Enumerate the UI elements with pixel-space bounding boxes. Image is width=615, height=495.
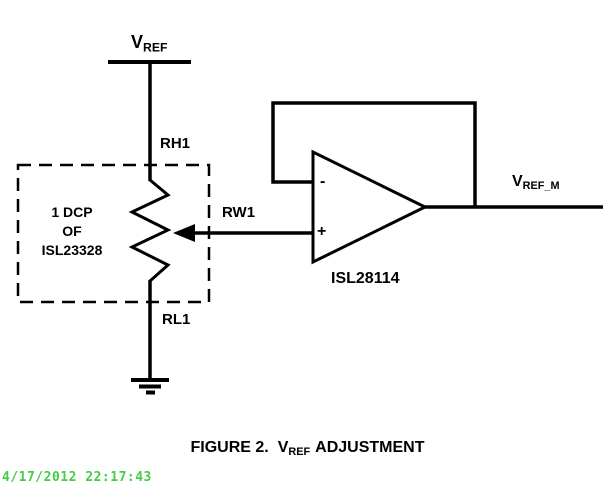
vrefm-label: VREF_M [512,174,560,192]
ground-icon [131,378,169,395]
caption-prefix-text: FIGURE 2. [190,439,269,456]
vref-main-text: V [131,32,144,52]
dcp-line1-text: 1 DCP [51,204,93,220]
dcp-label: 1 DCP OF ISL23328 [22,203,122,260]
vrefm-sub-text: REF_M [522,180,560,193]
rh1-label: RH1 [160,135,191,152]
opamp-part-label: ISL28114 [331,270,400,287]
feedback-wire [271,101,477,206]
wiper-arrow-icon [173,224,195,242]
vref-sub-text: REF [143,40,168,55]
vrefm-main-text: V [512,173,523,190]
dcp-line2-text: OF [62,223,82,239]
dcp-line3-text: ISL23328 [41,242,103,258]
caption-v-text: V [277,439,289,456]
resistor-zigzag-icon [128,178,172,283]
caption-suffix-text: ADJUSTMENT [315,439,425,456]
timestamp: 4/17/2012 22:17:43 [2,470,152,485]
vref-label: VREF [131,33,168,54]
caption-v-sub-text: REF [288,446,311,459]
opamp-triangle-icon [311,149,429,265]
rw1-label: RW1 [222,204,256,221]
figure-caption: FIGURE 2. VREF ADJUSTMENT [0,439,615,458]
opamp-plus-input-label: + [317,223,327,240]
rl1-label: RL1 [162,311,191,328]
opamp-minus-input-label: - [320,173,326,190]
